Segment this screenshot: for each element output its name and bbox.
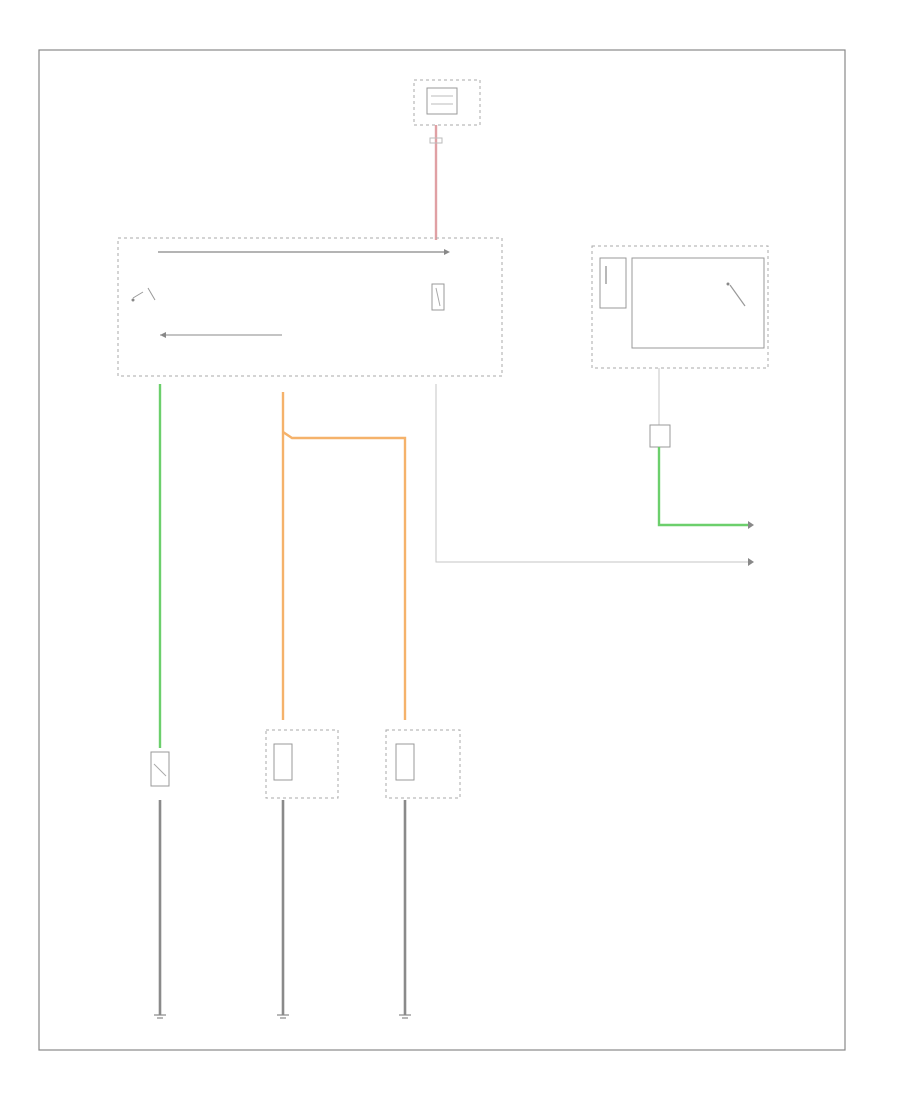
orange-wire-branch [282,431,407,720]
signal-wire [435,384,748,563]
green-wire-right [657,447,748,527]
ground-right-icon [399,1014,411,1019]
ground-middle-icon [277,1014,289,1019]
passenger-presence-module [591,245,769,369]
fuse-relay-block [117,237,503,377]
diagram-frame [38,49,846,1051]
driver-airbag-sensor [265,729,339,799]
ground-left-icon [154,1014,166,1019]
driver-seat-belt-switch [150,751,170,787]
passenger-airbag-indicator [649,424,671,448]
passenger-airbag-sensor [385,729,461,799]
fuse-source [413,79,481,126]
